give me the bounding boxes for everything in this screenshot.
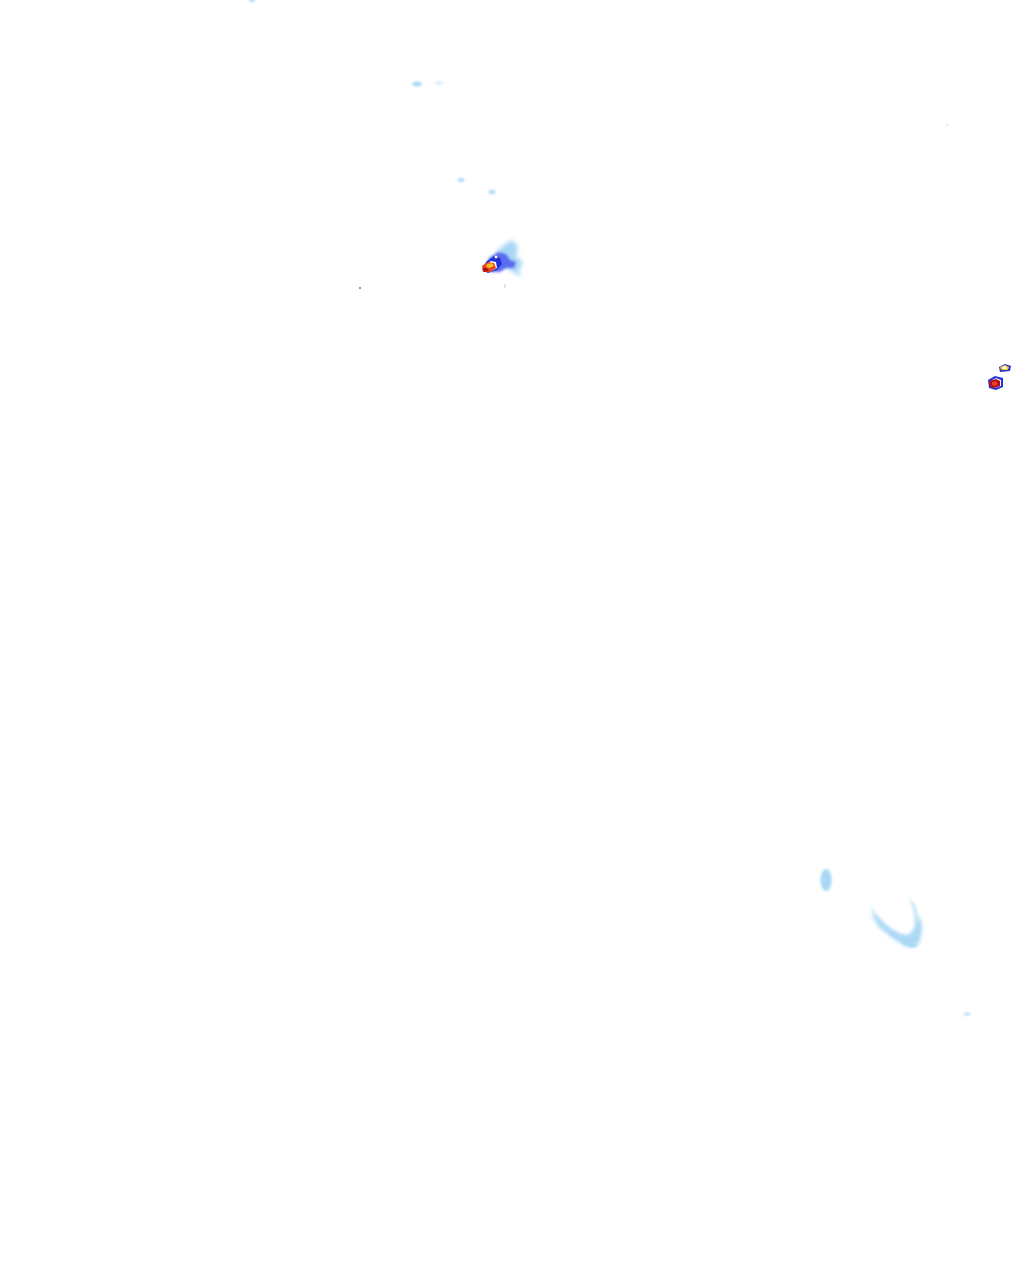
echo-speck-northeast	[946, 124, 948, 126]
echo-north-3	[457, 178, 465, 182]
echo-southeast-speck	[963, 1012, 971, 1016]
echo-north-4	[488, 190, 496, 194]
echo-speck-west	[359, 287, 361, 289]
echo-north-1	[412, 81, 422, 87]
storm-cell-east	[988, 364, 1011, 390]
echo-north-2	[435, 81, 443, 85]
echo-southeast-blob	[820, 869, 832, 891]
echo-southeast-ring	[869, 897, 922, 948]
storm-cell-central	[482, 240, 523, 288]
echo-top-edge	[249, 0, 255, 2]
